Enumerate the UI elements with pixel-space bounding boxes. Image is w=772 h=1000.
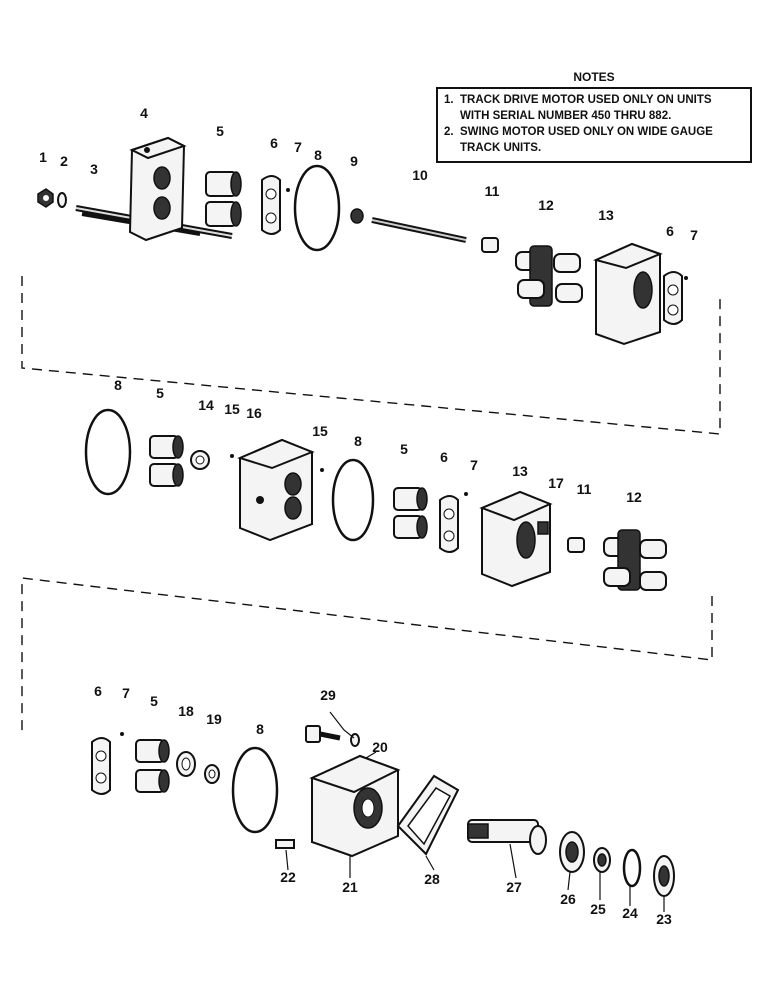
callout-label: 18	[178, 703, 194, 719]
callout-label: 3	[90, 161, 98, 177]
part-mounting-flange	[309, 754, 401, 858]
part-washer	[57, 192, 67, 208]
note-text: TRACK DRIVE MOTOR USED ONLY ON UNITS WIT…	[460, 94, 712, 122]
part-bearing-pair-4	[135, 739, 170, 793]
part-washer-2	[204, 764, 220, 784]
callout-label: 20	[372, 739, 388, 755]
part-pin-3	[464, 492, 468, 496]
callout-label: 7	[122, 685, 130, 701]
callout-label: 1	[39, 149, 47, 165]
callout-label: 23	[656, 911, 672, 927]
callout-label: 11	[485, 183, 500, 199]
callout-label: 11	[577, 481, 592, 497]
part-pin-2	[684, 276, 688, 280]
callout-label: 8	[354, 433, 362, 449]
part-bearing-pair-2	[149, 435, 184, 487]
callout-label: 6	[94, 683, 102, 699]
note-item: 1. TRACK DRIVE MOTOR USED ONLY ON UNITS …	[444, 92, 744, 124]
callout-label: 27	[506, 879, 522, 895]
part-seal-plate-2	[663, 271, 683, 325]
part-o-ring-3	[331, 458, 375, 542]
callout-label: 13	[512, 463, 528, 479]
part-sleeve	[481, 237, 499, 253]
part-key	[537, 521, 549, 535]
part-spacer	[190, 450, 210, 470]
part-o-ring-4	[231, 746, 279, 834]
part-seal-plate-4	[91, 737, 111, 795]
part-keys	[275, 839, 295, 849]
callout-label: 12	[538, 197, 554, 213]
part-seal-plate	[261, 175, 281, 235]
assembly-connector-1	[21, 276, 721, 435]
callout-label: 9	[350, 153, 358, 169]
callout-label: 29	[320, 687, 336, 703]
part-dowel-2	[320, 468, 324, 472]
callout-label: 25	[590, 901, 606, 917]
callout-label: 6	[270, 135, 278, 151]
callout-label: 26	[560, 891, 576, 907]
callout-label: 2	[60, 153, 68, 169]
part-ball-bearing	[559, 831, 585, 873]
callout-label: 5	[156, 385, 164, 401]
callout-label: 15	[312, 423, 328, 439]
callout-label: 7	[294, 139, 302, 155]
note-number: 2.	[444, 126, 454, 138]
callout-label: 28	[424, 871, 440, 887]
part-pin	[286, 188, 290, 192]
callout-label: 13	[598, 207, 614, 223]
part-gear-housing-2	[479, 490, 553, 588]
callout-label: 7	[470, 457, 478, 473]
callout-label: 8	[256, 721, 264, 737]
callout-label: 8	[314, 147, 322, 163]
callout-label: 5	[400, 441, 408, 457]
part-retainer	[653, 855, 675, 897]
part-gear-2	[603, 529, 667, 591]
callout-label: 15	[224, 401, 240, 417]
callout-label: 5	[150, 693, 158, 709]
callout-label: 6	[440, 449, 448, 465]
part-nut	[37, 188, 54, 208]
callout-label: 7	[690, 227, 698, 243]
part-bearing-pair-3	[393, 487, 428, 539]
part-dowel	[230, 454, 234, 458]
callout-label: 8	[114, 377, 122, 393]
callout-label: 10	[412, 167, 428, 183]
notes-box: 1. TRACK DRIVE MOTOR USED ONLY ON UNITS …	[436, 87, 752, 163]
part-pin-4	[120, 732, 124, 736]
callout-label: 22	[280, 869, 296, 885]
part-o-ring-2	[84, 408, 132, 496]
part-bearing-pair	[205, 171, 242, 227]
assembly-connector-2	[21, 577, 713, 736]
callout-label: 21	[342, 879, 358, 895]
part-gear	[515, 245, 583, 307]
part-seal	[593, 847, 611, 873]
part-gear-housing	[593, 242, 663, 346]
part-drive-shaft	[467, 819, 547, 855]
callout-label: 24	[622, 905, 638, 921]
notes-title: NOTES	[573, 70, 615, 84]
part-shaft	[371, 217, 467, 243]
callout-label: 12	[626, 489, 642, 505]
callout-label: 17	[548, 475, 564, 491]
part-port-housing	[237, 438, 315, 542]
note-item: 2. SWING MOTOR USED ONLY ON WIDE GAUGE T…	[444, 124, 744, 156]
part-gasket	[396, 774, 460, 856]
callout-label: 4	[140, 105, 148, 121]
part-seal-plate-3	[439, 495, 459, 553]
part-bearing	[176, 751, 196, 777]
notes-panel: NOTES 1. TRACK DRIVE MOTOR USED ONLY ON …	[436, 70, 752, 163]
callout-label: 16	[246, 405, 262, 421]
part-snap-ring	[622, 848, 642, 888]
part-end-cover	[128, 136, 187, 242]
callout-label: 5	[216, 123, 224, 139]
callout-label: 19	[206, 711, 222, 727]
part-sleeve-2	[567, 537, 585, 553]
callout-label: 6	[666, 223, 674, 239]
note-number: 1.	[444, 94, 454, 106]
callout-label: 14	[198, 397, 214, 413]
note-text: SWING MOTOR USED ONLY ON WIDE GAUGE TRAC…	[460, 126, 713, 154]
part-ball	[350, 208, 364, 224]
part-o-ring	[293, 164, 341, 252]
